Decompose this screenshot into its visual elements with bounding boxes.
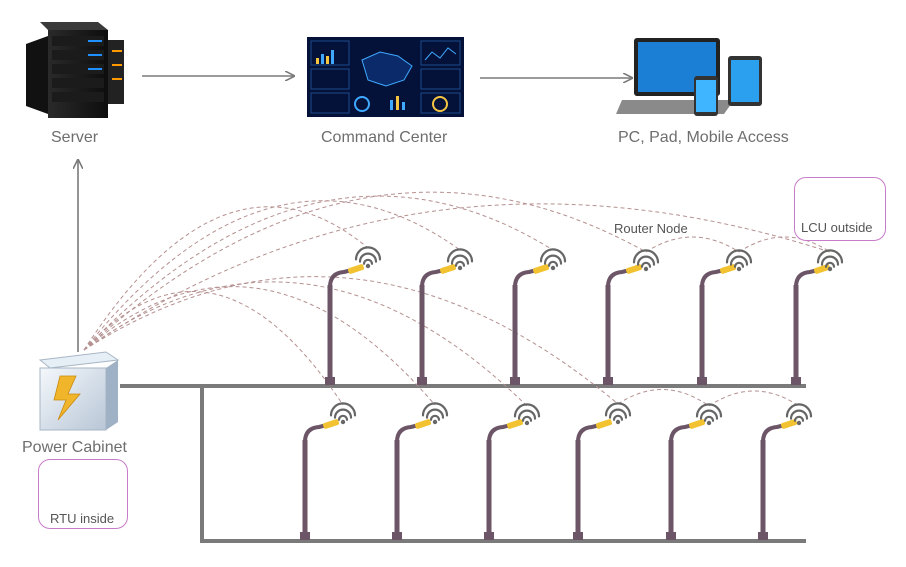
street-light [603,264,643,385]
power-wires [120,384,806,543]
radio-link [83,206,369,351]
rtu-callout [38,459,128,529]
street-light [392,419,432,540]
radio-link [617,389,710,407]
lcu-callout [794,177,886,241]
wifi-icon [604,402,632,425]
radio-link [83,281,528,407]
devices-icon [616,38,762,116]
lcu-label: LCU outside [801,220,873,235]
dashboard-screen-icon [307,37,464,117]
wifi-icon [632,249,660,272]
street-light [697,264,737,385]
radio-links [83,191,831,407]
street-light [791,264,831,385]
street-light [666,419,706,540]
access-label: PC, Pad, Mobile Access [618,129,789,146]
wifi-icon [725,249,753,272]
server-label: Server [51,129,99,146]
wifi-icon [354,246,382,269]
power-cabinet-label: Power Cabinet [22,439,127,456]
server-icon [26,22,124,118]
street-light [417,264,457,385]
radio-link [708,390,800,407]
street-light [300,419,340,540]
radio-link [83,200,461,351]
street-lights [300,246,844,540]
street-light [325,264,365,385]
wifi-icon [446,248,474,271]
wifi-icon [785,403,813,426]
wifi-icon [513,403,541,426]
radio-link [738,236,831,253]
street-light [484,419,524,540]
command-center-label: Command Center [321,129,448,146]
radio-link [83,286,436,406]
radio-link [83,203,831,351]
radio-link [83,191,647,351]
radio-link [83,291,344,406]
street-light [510,264,550,385]
wifi-icon [329,402,357,425]
radio-link [83,276,619,405]
wifi-icon [816,249,844,272]
radio-link [83,195,554,351]
rtu-label: RTU inside [50,511,115,526]
street-light [758,419,798,540]
wifi-icon [421,402,449,425]
radio-link [645,236,740,253]
wifi-icon [695,403,723,426]
power-cabinet-icon [38,351,120,431]
router-node-label: Router Node [614,221,688,236]
wifi-icon [539,248,567,271]
street-light [573,419,613,540]
